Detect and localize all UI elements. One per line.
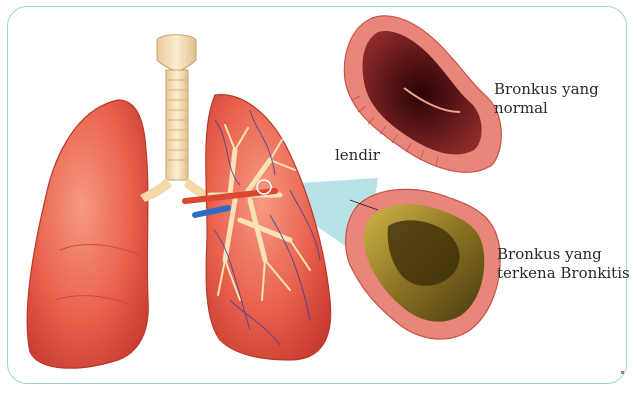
bronchitis-bronchus-label: Bronkus yang terkena Bronkitis	[497, 245, 630, 283]
page-corner-dot	[621, 371, 624, 374]
inflamed-bronchus-icon	[346, 189, 501, 339]
mucus-label: lendir	[335, 146, 380, 165]
right-lung-icon	[185, 95, 331, 360]
normal-bronchus-label: Bronkus yang normal	[494, 80, 599, 118]
left-lung-icon	[27, 100, 148, 368]
trachea-icon	[140, 35, 215, 202]
